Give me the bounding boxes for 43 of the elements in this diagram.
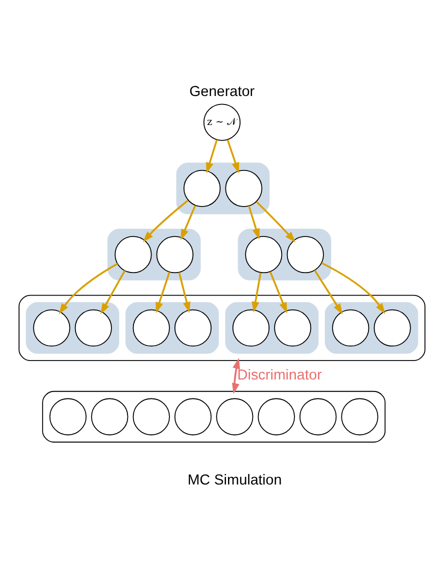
node-circle bbox=[132, 308, 170, 346]
node-circle bbox=[232, 308, 270, 346]
arrow bbox=[232, 357, 240, 394]
arrow bbox=[178, 272, 190, 312]
arrow bbox=[142, 199, 189, 242]
cluster bbox=[42, 390, 386, 442]
node-circle bbox=[245, 236, 282, 273]
arrow bbox=[252, 272, 262, 312]
node-circle bbox=[49, 398, 87, 435]
arrow bbox=[226, 138, 240, 173]
node-circle bbox=[174, 308, 212, 346]
edge-label: Discriminator bbox=[237, 366, 322, 383]
arrow bbox=[269, 270, 288, 313]
node-circle bbox=[33, 308, 70, 346]
arrow bbox=[321, 262, 386, 314]
arrow bbox=[180, 204, 196, 240]
node-circle bbox=[225, 169, 262, 206]
node-circle bbox=[299, 398, 337, 435]
node-circle bbox=[132, 398, 170, 435]
caption: MC Simulation bbox=[188, 472, 282, 488]
node-circle bbox=[258, 398, 295, 435]
arrow bbox=[206, 139, 218, 173]
diagram-title: Generator bbox=[189, 83, 255, 100]
node-circle bbox=[274, 308, 312, 346]
node-circle bbox=[341, 398, 378, 435]
node-circle bbox=[184, 169, 221, 206]
arrow bbox=[100, 270, 126, 314]
node-circle bbox=[332, 308, 370, 346]
node-circle bbox=[374, 308, 411, 346]
node-circle: z ∼ 𝒩 bbox=[203, 103, 241, 140]
arrow bbox=[248, 205, 260, 240]
node-circle bbox=[286, 236, 324, 273]
node-circle bbox=[156, 236, 194, 273]
node-circle bbox=[174, 398, 212, 435]
arrow bbox=[58, 262, 118, 314]
node-circle bbox=[91, 398, 128, 435]
node-circle bbox=[216, 398, 254, 435]
node-circle bbox=[74, 308, 112, 346]
arrow bbox=[156, 271, 170, 313]
cluster bbox=[18, 294, 426, 361]
arrow bbox=[314, 269, 343, 314]
arrow bbox=[256, 200, 296, 242]
node-circle bbox=[114, 236, 152, 273]
